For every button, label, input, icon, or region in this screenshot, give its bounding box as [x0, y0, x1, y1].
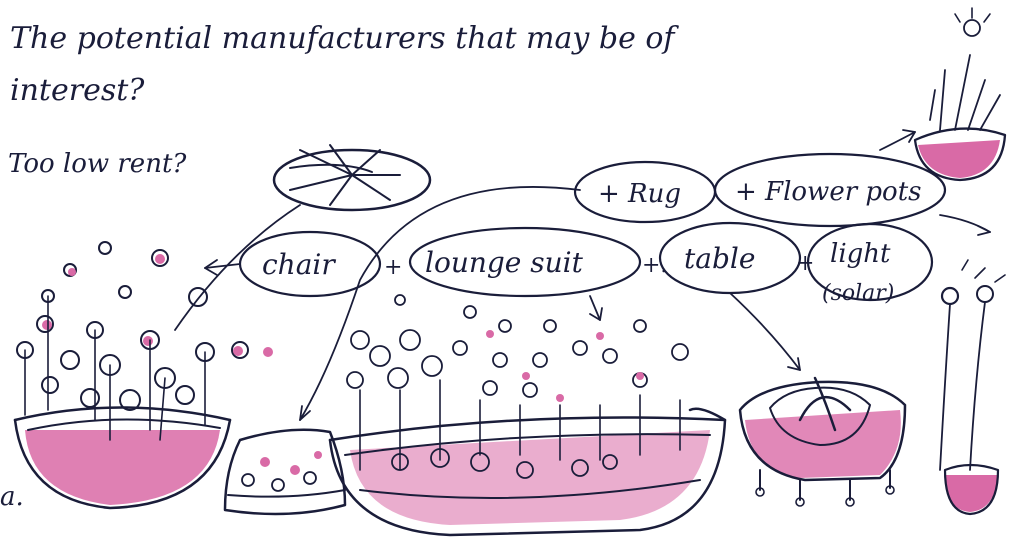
note-too-low-rent: Too low rent?	[8, 149, 187, 179]
bubble-chair: chair	[240, 232, 380, 296]
planter-left	[15, 408, 230, 509]
question-line-1: The potential manufacturers that may be …	[10, 21, 679, 56]
label-solar: (solar)	[822, 281, 894, 306]
plus-sign-3: +	[796, 251, 814, 276]
plus-sign-1: +	[384, 255, 402, 280]
label-chair: chair	[262, 248, 336, 281]
bubble-lounge-suit: lounge suit	[410, 228, 640, 296]
label-table: table	[684, 242, 755, 275]
bubble-table: table	[660, 223, 800, 293]
label-flower-pots: + Flower pots	[735, 177, 921, 207]
label-lounge-suit: lounge suit	[425, 246, 584, 279]
planter-center	[330, 409, 725, 535]
plus-sign-2: +.	[642, 253, 667, 278]
label-rug: + Rug	[598, 179, 681, 209]
rug	[225, 430, 345, 514]
solar-light	[940, 260, 1005, 514]
question-line-2: interest?	[10, 73, 145, 108]
bubble-rug: + Rug	[575, 162, 715, 222]
edge-fragment: a.	[0, 482, 24, 512]
table-drawing	[740, 378, 905, 506]
bubble-flower-pots: + Flower pots	[715, 154, 945, 226]
parasol-drawing	[274, 145, 430, 210]
left-flowers	[17, 242, 273, 440]
bubble-light: light (solar)	[808, 224, 932, 306]
flower-pot-drawing	[915, 8, 1005, 180]
label-light: light	[830, 239, 891, 269]
